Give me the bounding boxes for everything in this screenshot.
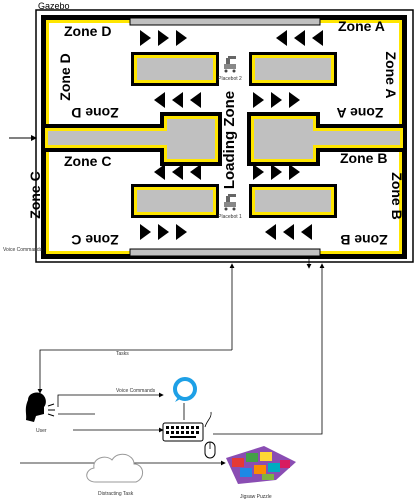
zone-d-vertical-label: Zone D [57, 53, 73, 100]
zone-c-label: Zone C [64, 153, 111, 169]
gazebo-title: Gazebo [38, 1, 70, 11]
bottom-gray-bar [129, 248, 321, 257]
distracting-task-label: Distracting Task [98, 491, 134, 497]
jigsaw-puzzle-label: Jigsaw Puzzle [240, 494, 272, 500]
user-label: User [36, 428, 47, 434]
top-gray-bar [129, 17, 321, 26]
shelf-bottom-right [249, 184, 337, 218]
placebot-2-label: Placebot 2 [218, 76, 242, 82]
connection-lines [20, 258, 325, 466]
placebot-2-robot-icon [224, 56, 236, 73]
shelf-bottom-left [131, 184, 219, 218]
placebot-1-label: Placebot 1 [218, 214, 242, 220]
zone-c-vertical-label: Zone C [27, 171, 43, 218]
jigsaw-puzzle-icon [226, 446, 296, 484]
keyboard-icon [162, 422, 204, 442]
zone-b-mirrored-label: Zone B [340, 232, 387, 248]
corridor-left-gray [48, 119, 215, 159]
zone-d-mirrored-label: Zone D [71, 105, 118, 121]
shelf-top-left [131, 52, 219, 86]
loading-zone-label: Loading Zone [221, 91, 238, 189]
zone-d-label: Zone D [64, 23, 111, 39]
alexa-icon [173, 377, 197, 402]
cloud-icon [86, 453, 143, 483]
mouse-icon [204, 411, 216, 459]
zone-b-vertical-label: Zone B [389, 172, 405, 219]
voice-commands-left-label: Voice Commands [3, 247, 43, 253]
zone-b-label: Zone B [340, 150, 387, 166]
corridor-right-gray [254, 119, 400, 159]
zone-a-mirrored-label: Zone A [337, 105, 384, 121]
placebot-1-robot-icon [224, 194, 236, 211]
voice-commands-label: Voice Commands [116, 388, 156, 394]
shelf-top-right [249, 52, 337, 86]
direction-arrows [140, 30, 323, 240]
zone-c-mirrored-label: Zone C [71, 232, 118, 248]
tasks-label: Tasks [116, 351, 129, 357]
user-head-icon [25, 392, 55, 422]
zone-a-label: Zone A [338, 18, 385, 34]
zone-a-vertical-label: Zone A [383, 52, 399, 99]
